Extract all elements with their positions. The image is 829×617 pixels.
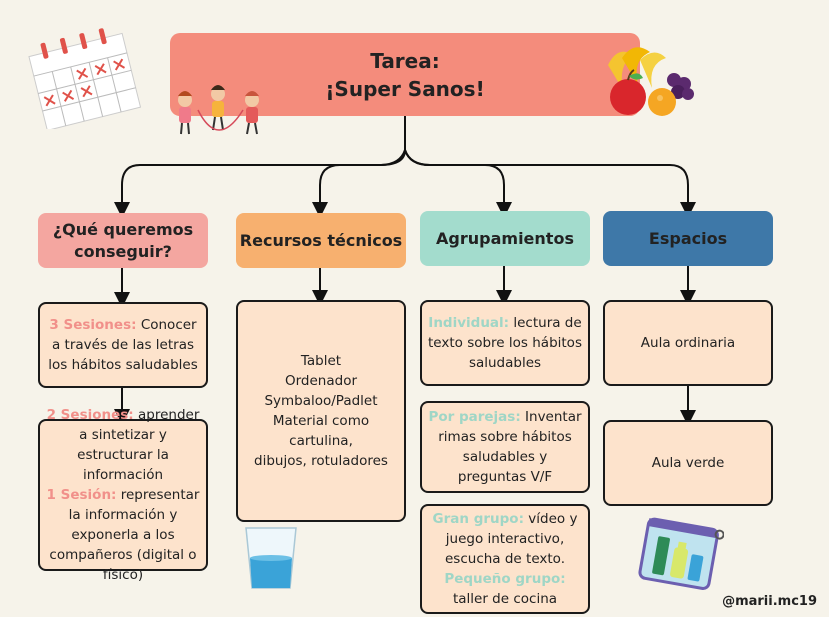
- grouping-text: taller de cocina: [452, 591, 558, 607]
- children-icon: [168, 80, 273, 144]
- grouping-box-2: Por parejas: Inventar rimas sobre hábito…: [420, 401, 590, 493]
- grouping-box-1: Individual: lectura de texto sobre los h…: [420, 300, 590, 386]
- space-text: Aula verde: [651, 455, 725, 471]
- objective-box-2: 2 Sesiones: aprender a sintetizar y estr…: [38, 407, 208, 583]
- resource-item: Ordenador: [284, 373, 358, 389]
- resource-item: Symbaloo/Padlet: [264, 393, 378, 409]
- water-glass-icon: [242, 522, 300, 598]
- objective-label: 2 Sesiones:: [46, 407, 134, 423]
- objective-text: Conocer a través de las letras los hábit…: [48, 317, 198, 373]
- objective-label: 3 Sesiones:: [49, 317, 137, 333]
- space-box-2: Aula verde: [603, 420, 773, 506]
- header-objectives: ¿Qué queremos conseguir?: [38, 213, 208, 268]
- grouping-label: Pequeño grupo:: [444, 571, 566, 587]
- author-handle: @marii.mc19: [722, 594, 817, 609]
- grouping-text: Inventar rimas sobre hábitos saludables …: [438, 409, 582, 485]
- header-groupings: Agrupamientos: [420, 211, 590, 266]
- grouping-box-3: Gran grupo: vídeo y juego interactivo, e…: [420, 504, 590, 614]
- objective-text: aprender a sintetizar y estructurar la i…: [77, 407, 200, 483]
- header-technical-resources: Recursos técnicos: [236, 213, 406, 268]
- resource-item: Tablet: [300, 353, 342, 369]
- grouping-label: Por parejas:: [428, 409, 521, 425]
- title-line2: ¡Super Sanos!: [325, 76, 485, 101]
- resource-item: Material como cartulina,: [272, 413, 370, 449]
- space-box-1: Aula ordinaria: [603, 300, 773, 386]
- grouping-label: Individual:: [428, 315, 510, 331]
- resources-box: Tablet Ordenador Symbaloo/Padlet Materia…: [236, 300, 406, 522]
- space-text: Aula ordinaria: [640, 335, 736, 351]
- toiletry-bag-icon: [636, 512, 725, 596]
- header-spaces: Espacios: [603, 211, 773, 266]
- grouping-text: lectura de texto sobre los hábitos salud…: [428, 315, 582, 371]
- objective-text: representar la información y exponerla a…: [49, 487, 200, 583]
- calendar-icon: [24, 24, 144, 133]
- title-box: Tarea: ¡Super Sanos!: [170, 33, 640, 116]
- fruit-icon: [600, 40, 700, 129]
- objective-label: 1 Sesión:: [46, 487, 117, 503]
- objective-box-1: 3 Sesiones: Conocer a través de las letr…: [38, 302, 208, 388]
- grouping-label: Gran grupo:: [432, 511, 524, 527]
- resource-item: dibujos, rotuladores: [254, 453, 388, 469]
- grouping-text: vídeo y juego interactivo, escucha de te…: [445, 511, 578, 567]
- title-line1: Tarea:: [370, 48, 440, 73]
